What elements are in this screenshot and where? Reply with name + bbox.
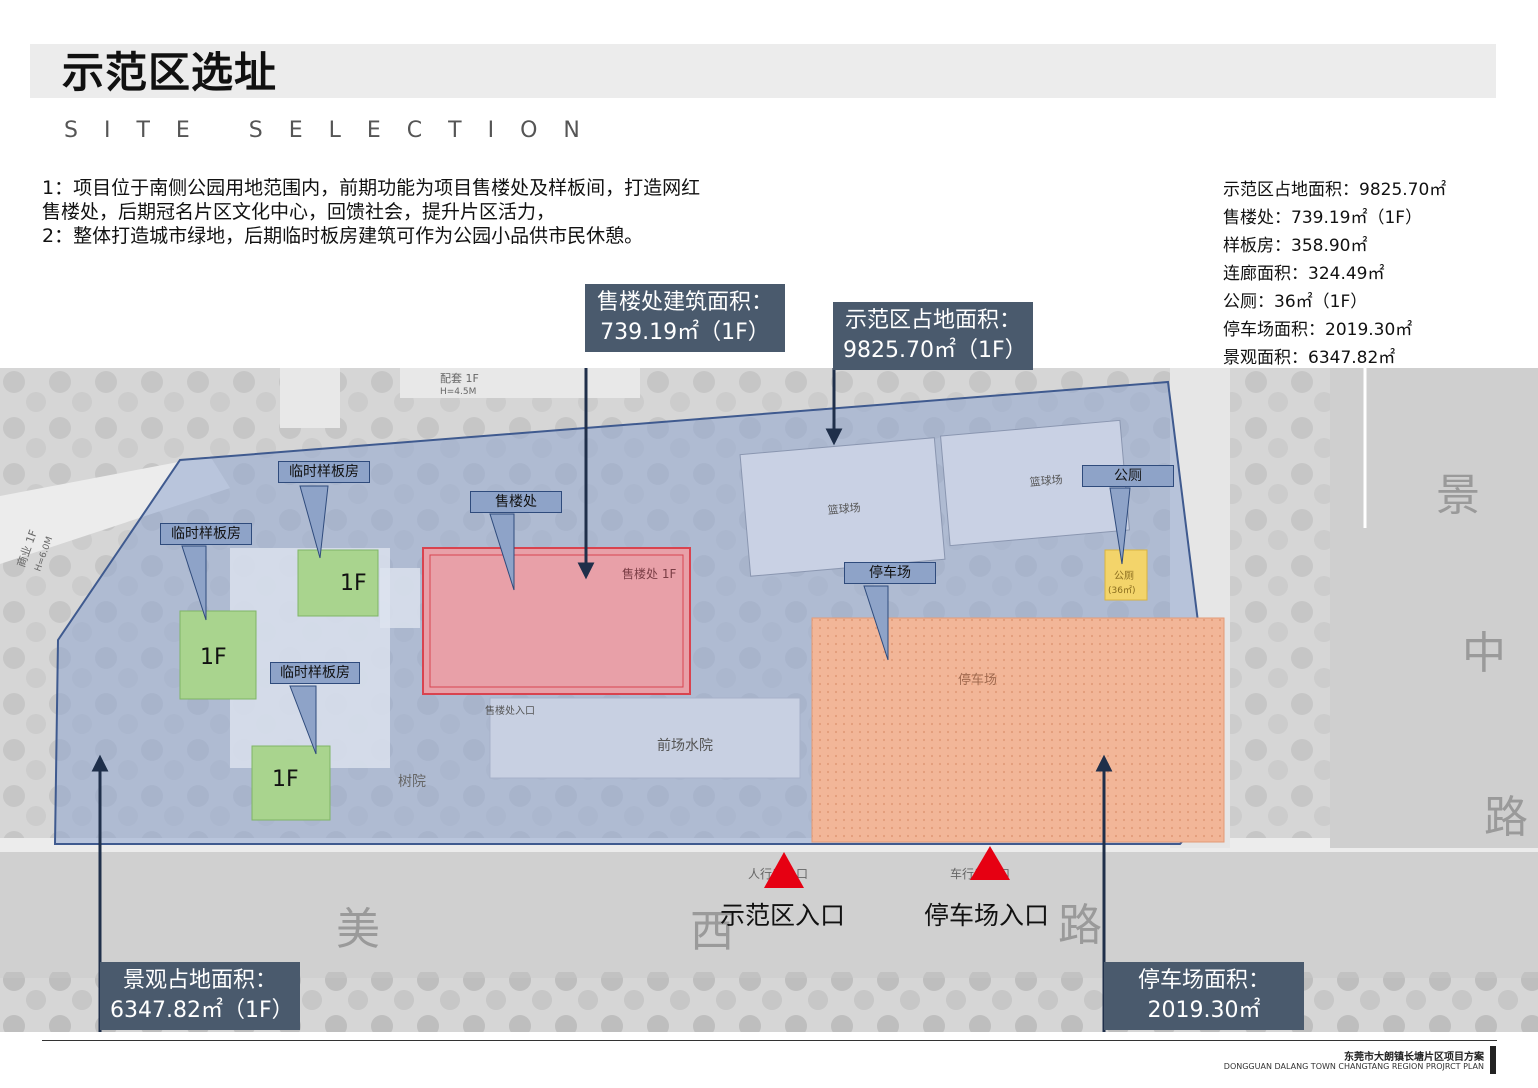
- parking-lot: [811, 617, 1225, 843]
- description-line: 1：项目位于南侧公园用地范围内，前期功能为项目售楼处及样板间，打造网红: [42, 177, 701, 199]
- footer-accent-bar: [1490, 1046, 1496, 1074]
- tree-court-label: 树院: [398, 774, 426, 790]
- model-house: [179, 610, 257, 700]
- basketball-label: 篮球场: [1029, 472, 1063, 489]
- stat-demo-area: 示范区占地面积：9825.70㎡: [1223, 180, 1447, 200]
- floor-label: 1F: [200, 645, 227, 670]
- arrow-head: [825, 428, 843, 446]
- callout-line: 739.19㎡（1F）: [600, 320, 770, 345]
- tag-pointer: [489, 513, 515, 591]
- callout-line: 9825.70㎡（1F）: [843, 338, 1027, 363]
- site-plan-map: 1F 1F 1F 篮球场 篮球场 售楼处 1F 售楼处入口 前场水院 树院 停车…: [0, 368, 1538, 1032]
- tag-sales-office: 售楼处: [470, 491, 562, 513]
- model-house: [297, 549, 379, 617]
- model-house: [251, 745, 331, 821]
- toilet-inner-label: 公厕: [1114, 570, 1134, 582]
- callout-line: 2019.30㎡: [1147, 998, 1261, 1023]
- tag-pointer: [289, 685, 317, 755]
- callout-landscape-area: 景观占地面积： 6347.82㎡（1F）: [100, 962, 300, 1030]
- basketball-label: 篮球场: [827, 500, 861, 517]
- road-name-char: 西: [690, 906, 734, 957]
- description-line: 2：整体打造城市绿地，后期临时板房建筑可作为公园小品供市民休憩。: [42, 225, 644, 247]
- tag-temp-model-house: 临时样板房: [270, 662, 360, 684]
- footer-divider: [42, 1040, 1497, 1041]
- site-plan-drawing: 1F 1F 1F 篮球场 篮球场 售楼处 1F 售楼处入口 前场水院 树院 停车…: [0, 368, 1538, 1032]
- front-water-label: 前场水院: [657, 737, 713, 754]
- page-subtitle: SITE SELECTION: [64, 118, 606, 143]
- tag-parking: 停车场: [844, 562, 936, 584]
- parking-inner-label: 停车场: [958, 672, 997, 688]
- north-building: [400, 368, 640, 398]
- floor-label: 1F: [272, 767, 299, 792]
- tag-pointer: [863, 585, 889, 661]
- callout-line: 停车场面积：: [1137, 968, 1270, 993]
- callout-line: 6347.82㎡（1F）: [110, 998, 294, 1023]
- demo-entrance-marker: [764, 852, 804, 888]
- tag-temp-model-house: 临时样板房: [160, 523, 252, 545]
- callout-sales-building-area: 售楼处建筑面积： 739.19㎡（1F）: [585, 284, 785, 352]
- tag-temp-model-house: 临时样板房: [278, 461, 370, 483]
- footer-project-name: 东莞市大朗镇长塘片区项目方案: [1344, 1052, 1484, 1063]
- tag-pointer: [181, 545, 207, 621]
- arrow-head: [91, 754, 109, 772]
- stat-corridor: 连廊面积：324.49㎡: [1223, 264, 1385, 284]
- stat-toilet: 公厕：36㎡（1F）: [1223, 292, 1368, 312]
- peitao-height: H=4.5M: [440, 387, 476, 397]
- public-toilet: [1104, 549, 1148, 601]
- east-road: [1330, 368, 1538, 848]
- peitao-label: 配套 1F: [440, 372, 479, 385]
- front-water-court: [489, 697, 801, 779]
- road-name-char: 路: [1058, 900, 1102, 951]
- toilet-area-label: (36㎡): [1108, 585, 1135, 596]
- callout-parking-area: 停车场面积： 2019.30㎡: [1104, 962, 1304, 1030]
- road-name-char: 景: [1436, 470, 1480, 521]
- sales-inner-label: 售楼处 1F: [622, 566, 676, 581]
- page-title: 示范区选址: [62, 48, 278, 97]
- callout-line: 示范区占地面积：: [844, 308, 1021, 333]
- tag-public-toilet: 公厕: [1082, 465, 1174, 487]
- road-name-char: 中: [1462, 628, 1506, 679]
- callout-demo-area: 示范区占地面积： 9825.70㎡（1F）: [833, 302, 1033, 370]
- arrow-head: [1095, 754, 1113, 772]
- tag-pointer: [1109, 487, 1131, 565]
- stat-parking: 停车场面积：2019.30㎡: [1223, 320, 1413, 340]
- area-stats-list: 示范区占地面积：9825.70㎡ 售楼处：739.19㎡（1F） 样板房：358…: [1223, 176, 1446, 372]
- north-building: [280, 368, 340, 428]
- stat-sales-office: 售楼处：739.19㎡（1F）: [1223, 208, 1423, 228]
- header-band: [30, 44, 1496, 98]
- demo-entrance-label: 示范区入口: [720, 901, 846, 930]
- sales-entry-label: 售楼处入口: [485, 704, 535, 717]
- parking-entrance-label: 停车场入口: [924, 901, 1050, 930]
- south-road: [0, 848, 1538, 978]
- tag-pointer: [299, 485, 329, 559]
- callout-line: 景观占地面积：: [122, 968, 277, 993]
- floor-label: 1F: [340, 571, 367, 596]
- road-name-char: 美: [336, 904, 380, 955]
- sales-building-inner: [429, 554, 684, 688]
- road-name-char: 路: [1484, 792, 1528, 843]
- stat-landscape: 景观面积：6347.82㎡: [1223, 348, 1396, 368]
- arrow-head: [577, 562, 595, 580]
- description-line: 售楼处，后期冠名片区文化中心，回馈社会，提升片区活力，: [42, 201, 556, 223]
- footer-project-name-en: DONGGUAN DALANG TOWN CHANGTANG REGION PR…: [1223, 1062, 1484, 1071]
- project-description: 1：项目位于南侧公园用地范围内，前期功能为项目售楼处及样板间，打造网红 售楼处，…: [42, 176, 782, 248]
- callout-line: 售楼处建筑面积：: [596, 290, 773, 315]
- corridor: [380, 568, 420, 628]
- stat-model-house: 样板房：358.90㎡: [1223, 236, 1368, 256]
- sales-building: [422, 547, 691, 695]
- parking-entrance-marker: [970, 846, 1010, 880]
